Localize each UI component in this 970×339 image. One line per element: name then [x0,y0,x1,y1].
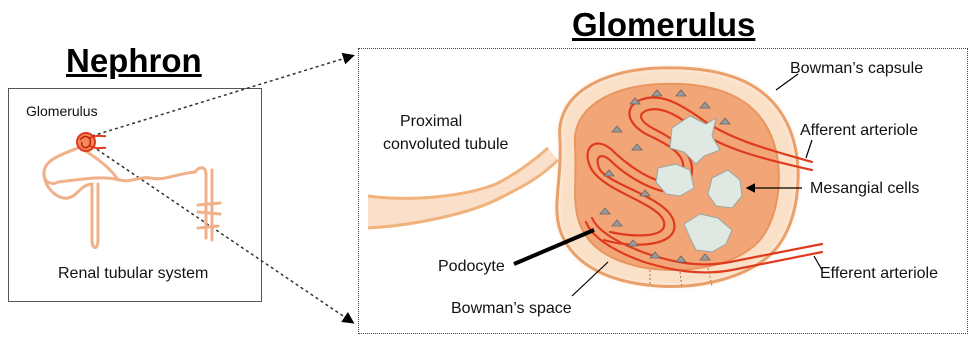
mesangial-cells-label: Mesangial cells [810,180,919,198]
nephron-glomerulus-icon [77,133,106,151]
proximal-label-line2: convoluted tubule [383,136,508,154]
efferent-arteriole-label: Efferent arteriole [820,265,938,283]
proximal-tubule [368,148,558,228]
proximal-label-line1: Proximal [400,113,462,131]
bowmans-space-label: Bowman’s space [451,300,572,318]
afferent-arteriole-label: Afferent arteriole [800,122,918,140]
zoom-arrow-bottom [92,146,352,322]
zoom-arrow-top [92,56,352,136]
podocyte-label: Podocyte [438,258,505,276]
bowmans-capsule-label: Bowman’s capsule [790,60,923,78]
nephron-illustration [44,148,220,248]
pointer-afferent [806,140,812,158]
renal-tubular-label: Renal tubular system [58,265,208,283]
nephron-glomerulus-label: Glomerulus [26,103,98,119]
